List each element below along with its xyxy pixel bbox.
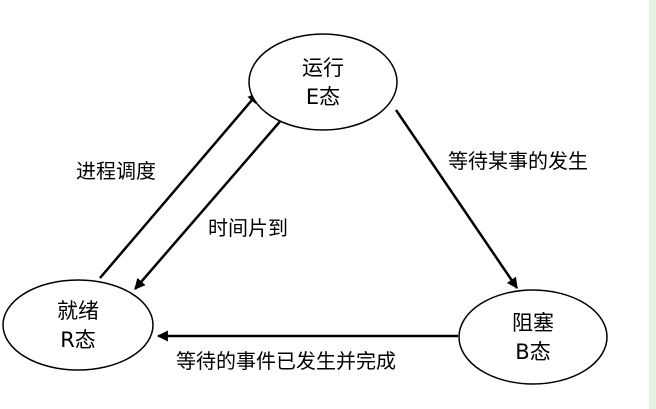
state-running: 运行 E态: [248, 33, 398, 131]
state-ready: 就绪 R态: [2, 279, 154, 371]
state-blocked: 阻塞 B态: [458, 289, 608, 385]
arrow-dispatch: [99, 92, 259, 279]
state-ready-name: 就绪: [57, 299, 99, 323]
right-edge-strip: [649, 0, 656, 409]
label-event-done: 等待的事件已发生并完成: [176, 349, 396, 373]
state-ready-code: R态: [60, 328, 96, 352]
state-blocked-code: B态: [515, 340, 550, 364]
label-wait-event: 等待某事的发生: [448, 149, 588, 173]
label-timeout: 时间片到: [208, 216, 288, 240]
state-blocked-name: 阻塞: [512, 311, 554, 335]
state-running-name: 运行: [302, 56, 344, 80]
state-running-code: E态: [306, 85, 340, 109]
arrow-wait-event: [394, 109, 519, 289]
arrow-timeout: [134, 117, 284, 290]
label-dispatch: 进程调度: [76, 159, 156, 183]
